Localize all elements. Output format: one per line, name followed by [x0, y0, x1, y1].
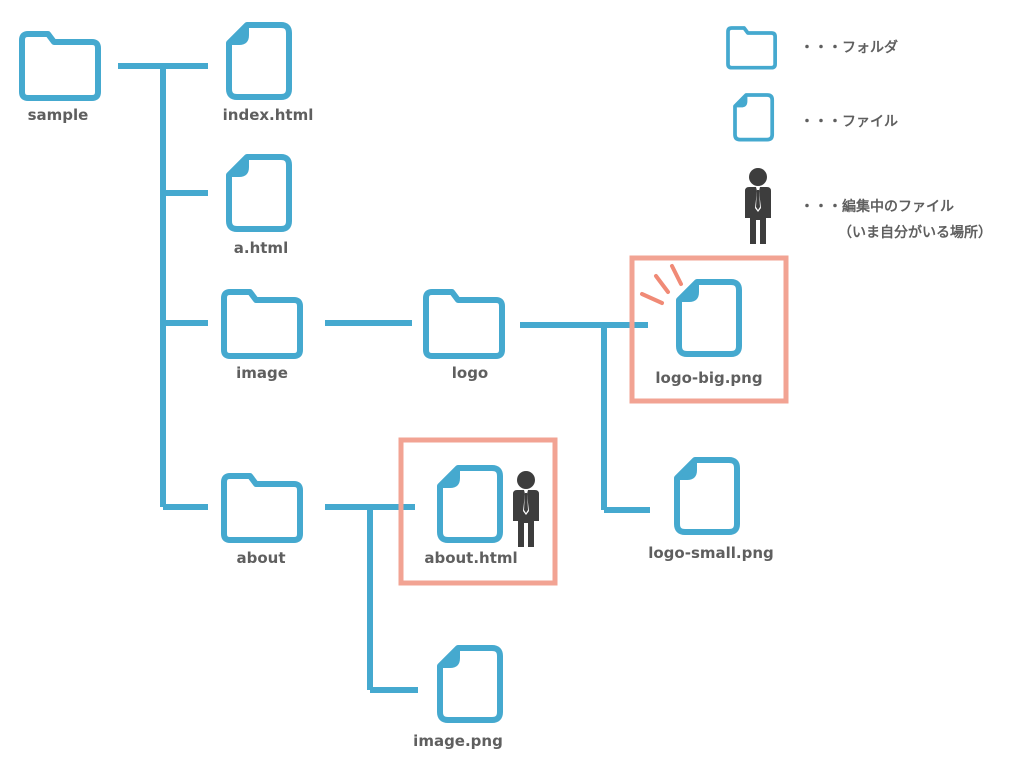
file-icon	[679, 282, 739, 354]
file-icon	[440, 648, 500, 720]
node-sample[interactable]: sample	[22, 34, 98, 124]
folder-icon	[224, 292, 300, 356]
node-label: image	[236, 364, 288, 382]
node-logo-big[interactable]: logo-big.png	[655, 282, 763, 387]
legend-folder-label: ・・・フォルダ	[800, 39, 898, 56]
file-icon	[440, 468, 500, 540]
tree-connectors	[118, 63, 650, 693]
node-image-png[interactable]: image.png	[413, 648, 503, 750]
highlight-box-logo-big	[629, 255, 789, 404]
folder-icon	[224, 476, 300, 540]
legend: ・・・フォルダ ・・・ファイル ・・・編集中のファイル （いま自分がいる場所）	[726, 26, 992, 244]
person-icon	[513, 471, 539, 547]
file-icon	[733, 93, 775, 142]
folder-icon	[426, 292, 502, 356]
node-logo[interactable]: logo	[426, 292, 502, 382]
node-label: about	[236, 549, 285, 567]
folder-icon	[726, 26, 777, 70]
node-label: index.html	[223, 106, 314, 124]
legend-editing-label: ・・・編集中のファイル	[800, 198, 954, 215]
node-a-html[interactable]: a.html	[229, 157, 289, 257]
node-image[interactable]: image	[224, 292, 300, 382]
legend-file: ・・・ファイル	[733, 93, 898, 142]
legend-folder: ・・・フォルダ	[726, 26, 898, 70]
file-icon	[229, 25, 289, 97]
legend-file-label: ・・・ファイル	[800, 114, 898, 130]
legend-editing: ・・・編集中のファイル （いま自分がいる場所）	[745, 168, 992, 244]
node-label: sample	[28, 106, 89, 124]
node-about[interactable]: about	[224, 476, 300, 567]
node-logo-small[interactable]: logo-small.png	[648, 460, 774, 562]
node-label: logo-big.png	[655, 369, 762, 387]
node-index-html[interactable]: index.html	[223, 25, 314, 124]
person-icon	[745, 168, 771, 244]
node-about-html[interactable]: about.html	[424, 468, 518, 567]
file-icon	[229, 157, 289, 229]
node-label: logo-small.png	[648, 544, 774, 562]
node-label: logo	[452, 364, 489, 382]
highlight-box-about-html	[398, 437, 558, 586]
file-icon	[677, 460, 737, 532]
node-label: a.html	[234, 239, 288, 257]
node-label: image.png	[413, 732, 503, 750]
burst-icon	[640, 264, 683, 305]
folder-icon	[22, 34, 98, 98]
node-label: about.html	[424, 549, 517, 567]
legend-editing-sublabel: （いま自分がいる場所）	[838, 224, 992, 241]
